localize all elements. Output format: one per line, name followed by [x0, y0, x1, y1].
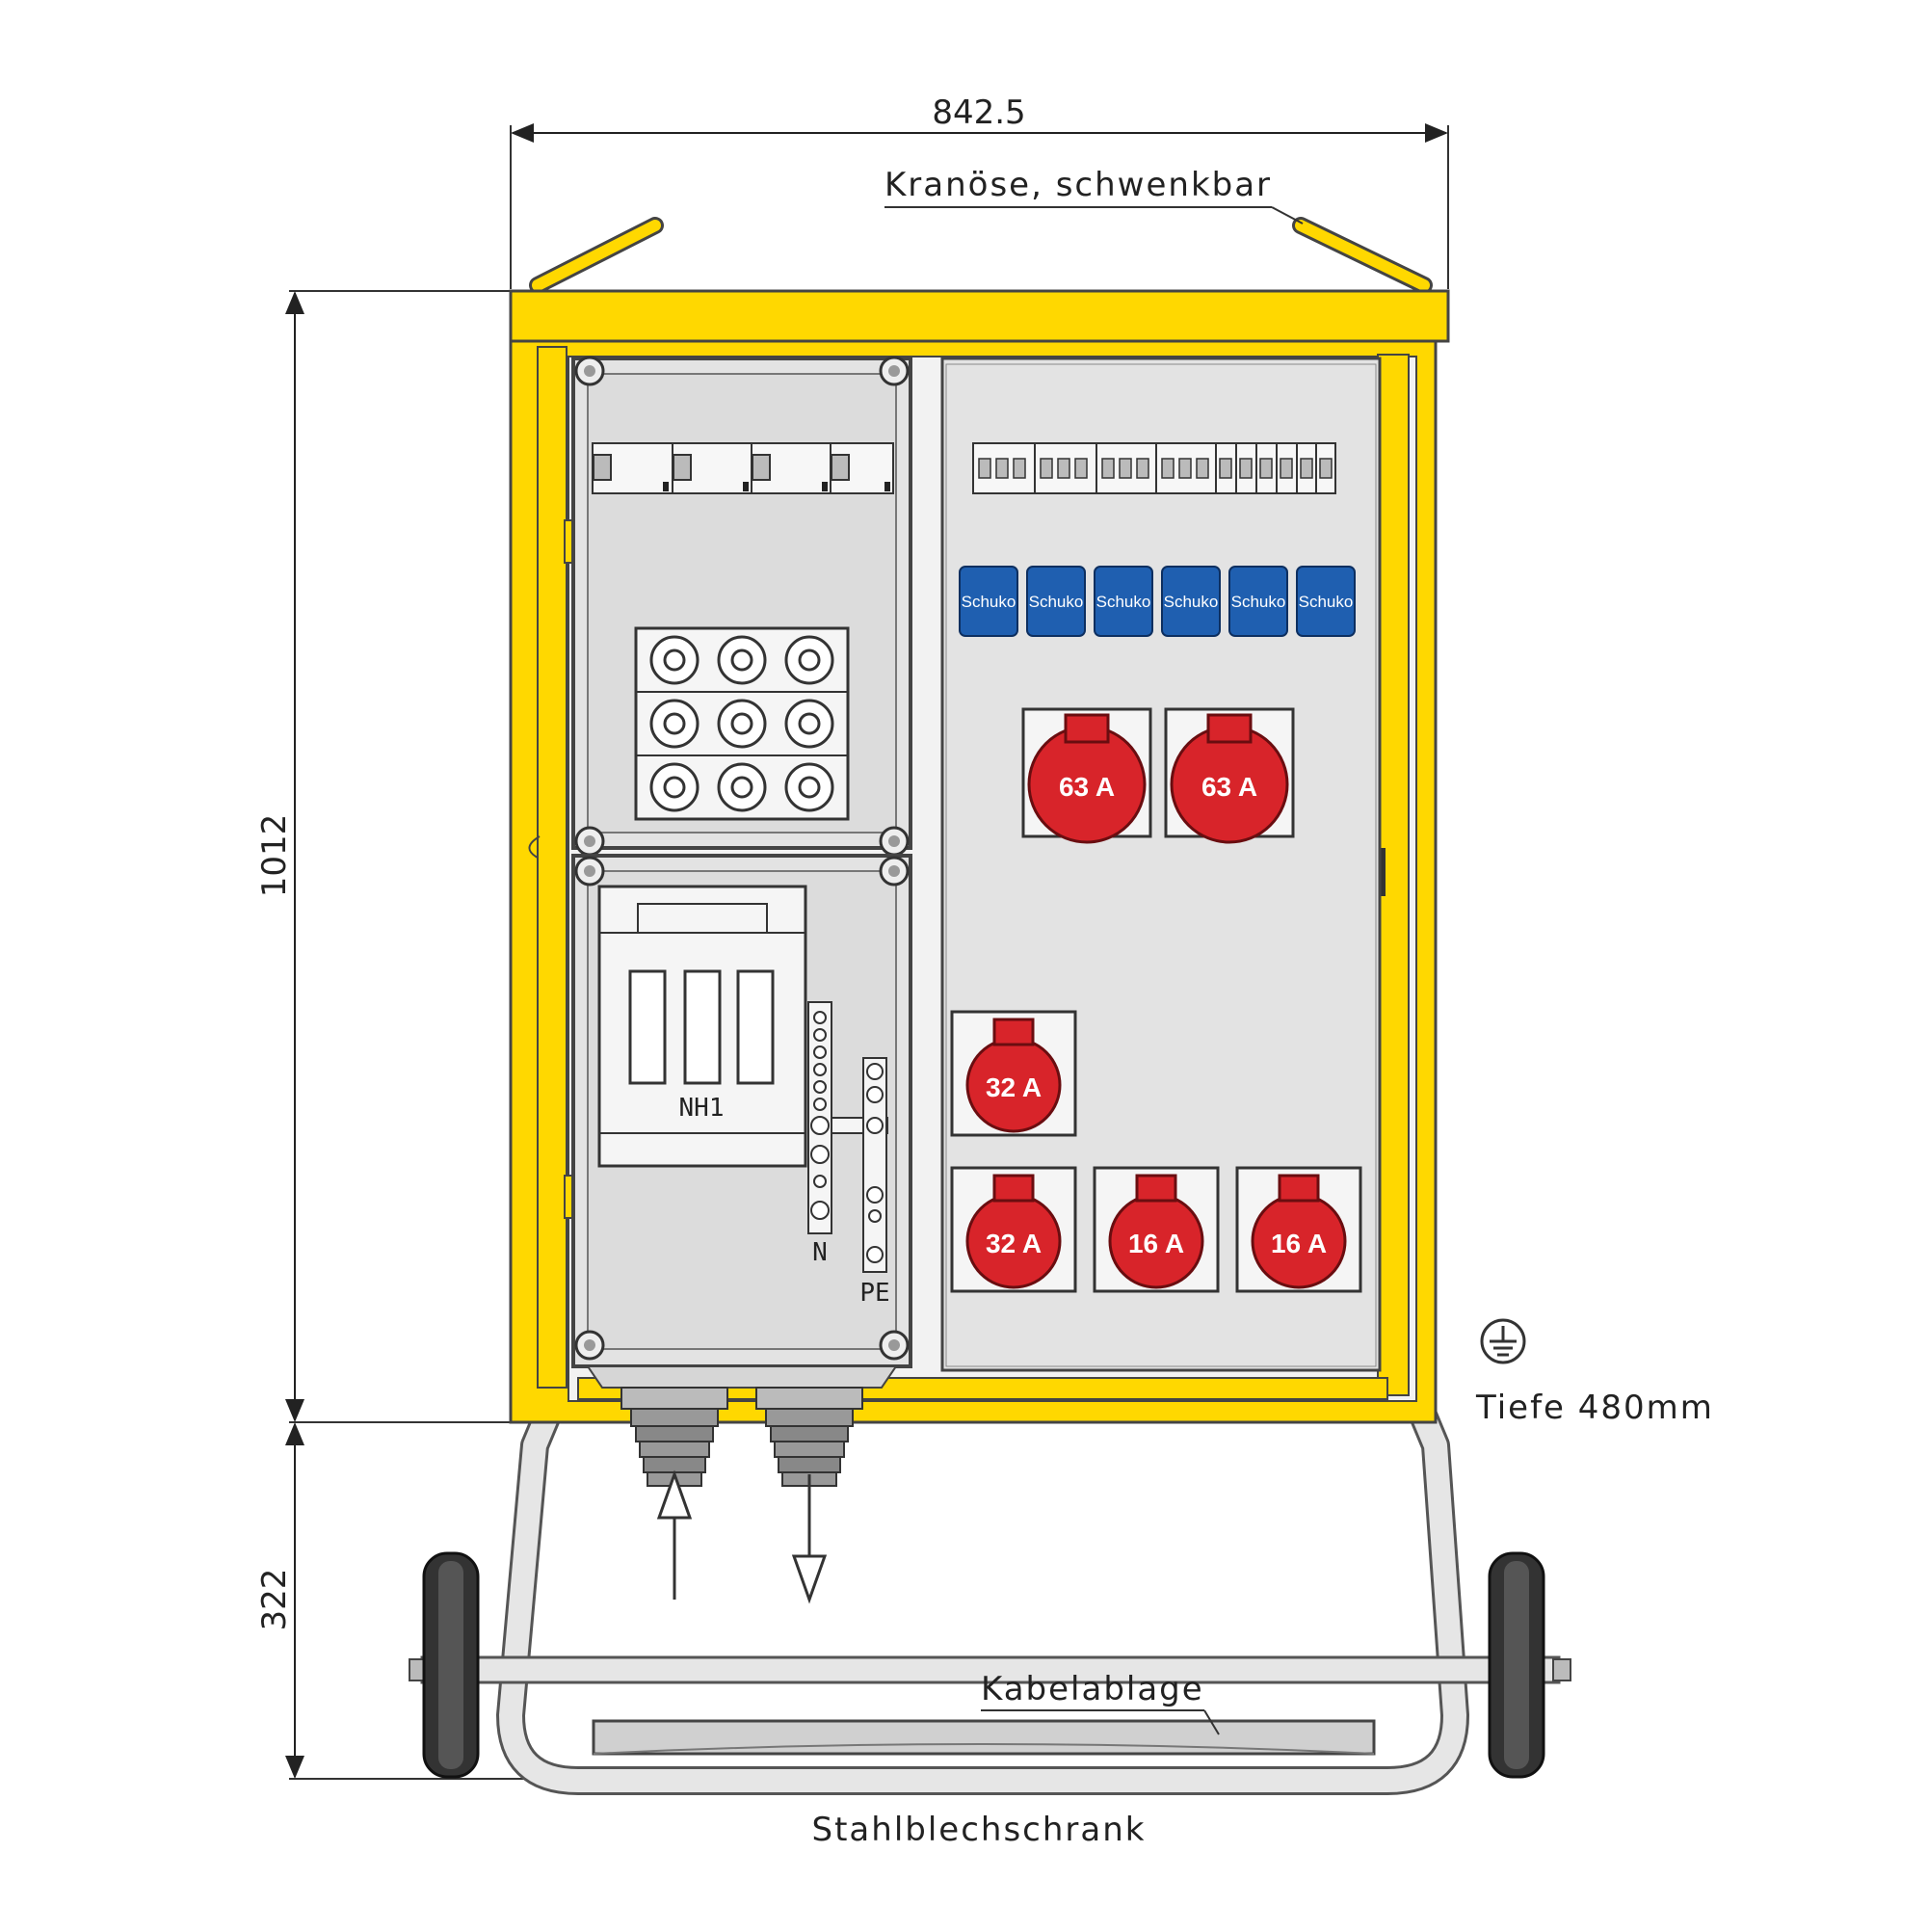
- drawing-title: Stahlblechschrank: [812, 1811, 1147, 1849]
- rcd-breakers: [592, 442, 894, 494]
- screw-icon: [879, 856, 910, 887]
- schuko-socket: Schuko: [1296, 566, 1356, 637]
- screw-icon: [574, 1330, 605, 1361]
- svg-text:16 A: 16 A: [1128, 1229, 1184, 1258]
- crane-eye-label: Kranöse, schwenkbar: [884, 166, 1272, 204]
- svg-text:32 A: 32 A: [986, 1072, 1042, 1102]
- svg-text:63 A: 63 A: [1059, 772, 1115, 802]
- schuko-socket: Schuko: [959, 566, 1018, 637]
- neutral-label: N: [812, 1238, 828, 1267]
- earth-terminal: PE: [831, 1057, 890, 1308]
- cee-socket-32a: 32 A: [950, 1010, 1077, 1137]
- cee-socket-63a: 63 A: [1021, 707, 1152, 844]
- svg-text:Schuko: Schuko: [1029, 593, 1084, 611]
- svg-text:Schuko: Schuko: [1231, 593, 1286, 611]
- svg-text:32 A: 32 A: [986, 1229, 1042, 1258]
- screw-icon: [879, 1330, 910, 1361]
- left-upper-enclosure: [571, 356, 912, 857]
- fuse-icon: [717, 635, 767, 685]
- screw-icon: [879, 826, 910, 857]
- svg-text:63 A: 63 A: [1201, 772, 1257, 802]
- right-panel: Schuko Schuko Schuko Schuko Schuko Schuk…: [940, 357, 1382, 1372]
- cee-socket-32a: 32 A: [950, 1166, 1077, 1293]
- fuse-label: NH1: [679, 1094, 725, 1123]
- fuse-icon: [784, 762, 834, 812]
- svg-text:Schuko: Schuko: [962, 593, 1016, 611]
- screw-icon: [574, 856, 605, 887]
- fuse-icon: [649, 699, 700, 749]
- neutral-terminal: N: [807, 1001, 832, 1267]
- cart-frame: Kabelablage: [409, 1382, 1571, 1795]
- arrow-up-icon: [656, 1469, 693, 1600]
- fuse-icon: [717, 699, 767, 749]
- mcb-breakers: [972, 442, 1336, 494]
- height-frame-value: 322: [255, 1569, 294, 1631]
- svg-text:Schuko: Schuko: [1299, 593, 1354, 611]
- svg-text:Schuko: Schuko: [1164, 593, 1219, 611]
- crane-eyes: Kranöse, schwenkbar: [529, 166, 1433, 294]
- cee-socket-16a: 16 A: [1093, 1166, 1220, 1293]
- svg-text:Schuko: Schuko: [1096, 593, 1151, 611]
- schuko-socket: Schuko: [1094, 566, 1153, 637]
- fuse-icon: [717, 762, 767, 812]
- fuse-icon: [784, 699, 834, 749]
- svg-text:16 A: 16 A: [1271, 1229, 1327, 1258]
- screw-icon: [879, 356, 910, 386]
- screw-icon: [574, 826, 605, 857]
- width-dimension: 842.5: [510, 93, 1449, 289]
- height-cabinet-value: 1012: [255, 814, 294, 898]
- screw-icon: [574, 356, 605, 386]
- cee-socket-16a: 16 A: [1235, 1166, 1362, 1293]
- fuse-icon: [784, 635, 834, 685]
- depth-label: Tiefe 480mm: [1475, 1389, 1714, 1427]
- fuse-icon: [649, 762, 700, 812]
- left-lower-enclosure: NH1 N PE: [571, 854, 912, 1368]
- earth-label: PE: [859, 1279, 889, 1308]
- schuko-socket: Schuko: [1026, 566, 1086, 637]
- cable-glands: [586, 1365, 898, 1487]
- fuse-icon: [649, 635, 700, 685]
- schuko-socket: Schuko: [1161, 566, 1221, 637]
- left-wheel: [422, 1551, 480, 1779]
- cable-tray-label: Kabelablage: [981, 1670, 1204, 1708]
- cee-socket-63a: 63 A: [1164, 707, 1295, 844]
- schuko-socket: Schuko: [1228, 566, 1288, 637]
- arrow-down-icon: [791, 1474, 828, 1604]
- width-value: 842.5: [932, 93, 1025, 132]
- fuse-grid: [634, 626, 850, 821]
- height-dimension: 1012 322: [255, 290, 568, 1780]
- nh1-fuse-switch: NH1: [597, 885, 807, 1168]
- right-wheel: [1488, 1551, 1545, 1779]
- ground-symbol-icon: [1480, 1318, 1526, 1364]
